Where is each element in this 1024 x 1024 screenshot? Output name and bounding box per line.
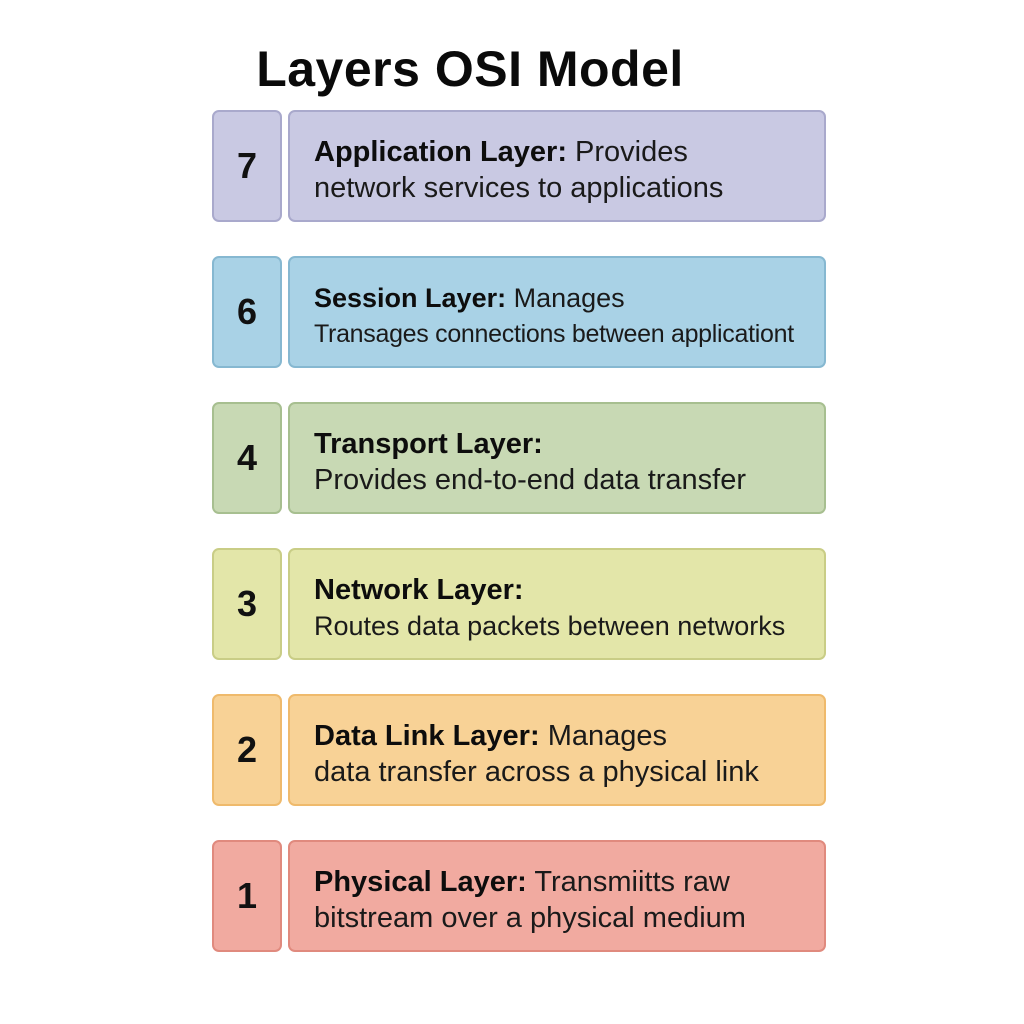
layer-row-physical: 1 Physical Layer: Transmiitts raw bitstr… bbox=[212, 840, 828, 956]
layer-description-line-2: Provides end-to-end data transfer bbox=[314, 464, 747, 496]
layer-row-session: 6 Session Layer: Manages Transages conne… bbox=[212, 256, 828, 372]
layer-description-start: Provides bbox=[567, 136, 688, 168]
layer-row-application: 7 Application Layer: Provides network se… bbox=[212, 110, 828, 226]
layer-number-box: 2 bbox=[212, 694, 282, 806]
layer-number-box: 6 bbox=[212, 256, 282, 368]
layer-number-box: 1 bbox=[212, 840, 282, 952]
layer-description-line-2: network services to applications bbox=[314, 172, 724, 204]
layer-description-line-1: Application Layer: Provides bbox=[314, 134, 814, 170]
layer-description-box: Network Layer: Routes data packets betwe… bbox=[288, 548, 826, 660]
layer-description-box: Application Layer: Provides network serv… bbox=[288, 110, 826, 222]
layer-name: Session Layer: bbox=[314, 283, 507, 313]
layer-description-start: Transmiitts raw bbox=[526, 866, 730, 898]
layer-description-line-1: Session Layer: Manages bbox=[314, 280, 814, 316]
layer-description-box: Session Layer: Manages Transages connect… bbox=[288, 256, 826, 368]
layer-description-box: Transport Layer: Provides end-to-end dat… bbox=[288, 402, 826, 514]
layer-name: Network Layer: bbox=[314, 574, 524, 606]
layer-name: Data Link Layer: bbox=[314, 720, 540, 752]
layer-description-line-1: Network Layer: bbox=[314, 572, 814, 608]
layer-row-data-link: 2 Data Link Layer: Manages data transfer… bbox=[212, 694, 828, 810]
layer-name: Physical Layer: bbox=[314, 866, 527, 898]
layer-description-start: Manages bbox=[539, 720, 667, 752]
layer-name: Transport Layer: bbox=[314, 428, 543, 460]
layer-description-start: Manages bbox=[506, 283, 625, 313]
layer-description-line-1: Physical Layer: Transmiitts raw bbox=[314, 864, 814, 900]
layer-description-line-2: bitstream over a physical medium bbox=[314, 902, 746, 934]
osi-layer-stack: 7 Application Layer: Provides network se… bbox=[212, 110, 828, 986]
layer-number-box: 7 bbox=[212, 110, 282, 222]
layer-description-line-1: Data Link Layer: Manages bbox=[314, 718, 814, 754]
layer-row-transport: 4 Transport Layer: Provides end-to-end d… bbox=[212, 402, 828, 518]
layer-name: Application Layer: bbox=[314, 136, 567, 168]
layer-description-line-1: Transport Layer: bbox=[314, 426, 814, 462]
diagram-title: Layers OSI Model bbox=[256, 41, 684, 97]
layer-description-line-2: Routes data packets between networks bbox=[314, 611, 786, 641]
layer-description-box: Physical Layer: Transmiitts raw bitstrea… bbox=[288, 840, 826, 952]
layer-row-network: 3 Network Layer: Routes data packets bet… bbox=[212, 548, 828, 664]
layer-description-line-2: Transages connections between applicatio… bbox=[314, 320, 794, 348]
layer-description-line-2: data transfer across a physical link bbox=[314, 756, 759, 788]
layer-description-box: Data Link Layer: Manages data transfer a… bbox=[288, 694, 826, 806]
layer-number-box: 3 bbox=[212, 548, 282, 660]
layer-number-box: 4 bbox=[212, 402, 282, 514]
